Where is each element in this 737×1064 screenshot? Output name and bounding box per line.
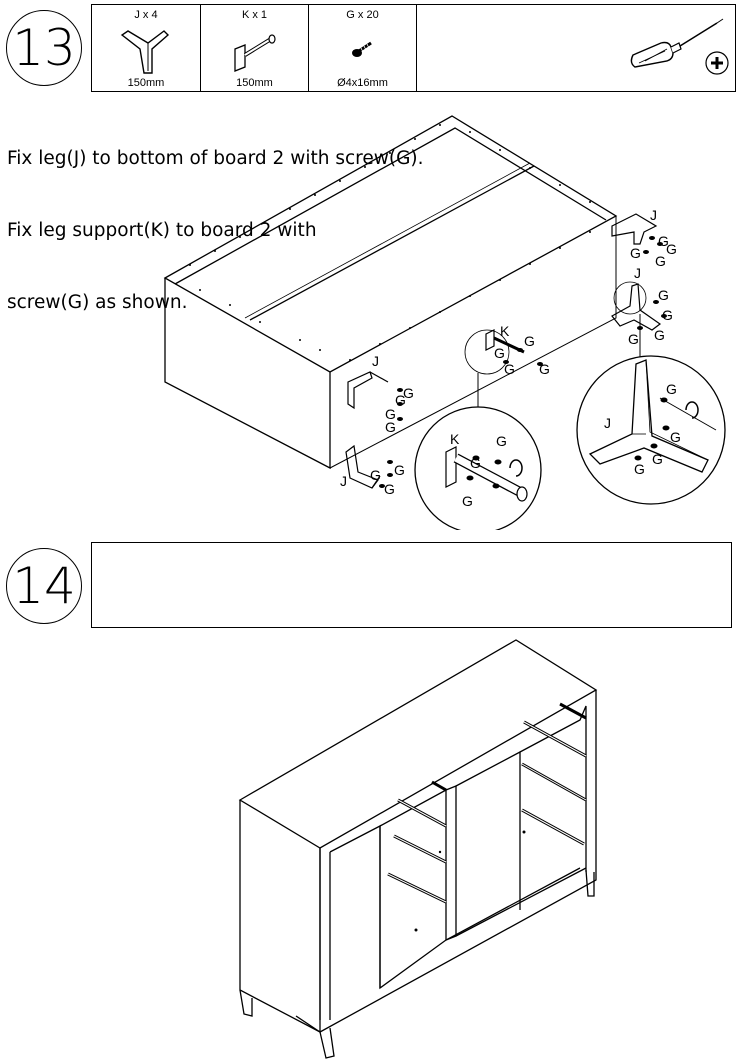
step-13-parts-box: J x 4 150mm K x 1 150mm G x 20 Ø4x16mm: [91, 4, 736, 92]
label-g-9: G: [494, 345, 505, 361]
top-screw-holes: [189, 124, 591, 361]
label-g-5: G: [394, 462, 405, 478]
part-g-size: Ø4x16mm: [337, 77, 388, 89]
cabinet-upside-down: [163, 115, 618, 470]
label-g-16: G: [658, 287, 669, 303]
screwdriver-icon: [630, 18, 729, 75]
detail-label-g-6: G: [652, 451, 663, 467]
label-g-19: G: [628, 331, 639, 347]
part-g-cell: G x 20 Ø4x16mm: [309, 5, 417, 91]
screws-placement: [379, 236, 667, 488]
label-g-14: G: [666, 241, 677, 257]
label-k-1: K: [500, 323, 510, 339]
step-13-number-text: 13: [12, 19, 76, 77]
leg-j-right-bottom: [611, 281, 662, 331]
step-14-parts-box: [91, 542, 732, 628]
cabinet-left-side: [239, 800, 321, 1034]
detail-circle-j: J G G G G: [576, 355, 726, 505]
label-g-6: G: [370, 467, 381, 483]
cabinet-right-side-inner: [519, 705, 587, 872]
label-g-1: G: [403, 385, 414, 401]
leg-support-icon: [234, 34, 276, 72]
detail-label-j: J: [604, 415, 611, 431]
label-j-2: J: [340, 473, 347, 489]
label-j-3: J: [650, 207, 657, 223]
label-g-11: G: [539, 361, 550, 377]
leg-front-center: [295, 1015, 335, 1059]
screw-icon: [352, 41, 372, 57]
step-13-number: 13: [6, 10, 82, 86]
part-k-size: 150mm: [236, 77, 273, 89]
step-14-number-text: 14: [12, 557, 76, 615]
instruction-line-1: Fix leg(J) to bottom of board 2 with scr…: [7, 148, 424, 169]
detail-label-g-4: G: [666, 381, 677, 397]
detail-label-g-1: G: [496, 433, 507, 449]
detail-label-g-3: G: [462, 493, 473, 509]
label-g-3: G: [385, 406, 396, 422]
detail-label-g-7: G: [634, 461, 645, 477]
cabinet-top: [238, 639, 598, 849]
leg-j-front-top: [347, 371, 389, 410]
cabinet-right-back: [455, 750, 521, 910]
label-g-18: G: [654, 327, 665, 343]
label-g-2: G: [395, 392, 406, 408]
label-g-4: G: [385, 419, 396, 435]
cabinet-left-opening: [319, 824, 381, 1020]
label-g-7: G: [384, 481, 395, 497]
label-j-1: J: [372, 353, 379, 369]
drawer-runners: [387, 702, 587, 904]
part-j-cell: J x 4 150mm: [92, 5, 201, 91]
part-k-cell: K x 1 150mm: [201, 5, 309, 91]
detail-circle-k: K G G G: [414, 406, 542, 530]
drawer-runner-highlights: [387, 721, 587, 903]
detail-label-g-2: G: [470, 455, 481, 471]
detail-leader-lines: [477, 314, 641, 408]
part-j-size: 150mm: [127, 77, 165, 89]
label-g-15: G: [655, 253, 666, 269]
shelf-holes: [414, 830, 526, 932]
label-j-4: J: [634, 265, 641, 281]
cabinet-left-back: [379, 788, 447, 940]
part-letter-labels: J J J J K G G G G G G G G G G G G G G G …: [340, 207, 677, 497]
label-g-10: G: [504, 361, 515, 377]
step-13-assembly-drawing: J J J J K G G G G G G G G G G G G G G G …: [163, 115, 726, 530]
instruction-line-3: screw(G) as shown.: [7, 292, 188, 313]
leg-right-front: [585, 869, 595, 897]
cabinet-inner-bottom: [379, 826, 581, 990]
leg-j-right-top: [611, 213, 658, 245]
cabinet-middle-divider: [445, 785, 457, 941]
label-g-17: G: [662, 307, 673, 323]
part-j-quantity: J x 4: [134, 9, 158, 21]
step-14-cabinet-drawing: [238, 639, 598, 1059]
label-g-12: G: [630, 245, 641, 261]
label-g-8: G: [524, 333, 535, 349]
leg-j-front-bottom: [345, 444, 381, 489]
part-k-quantity: K x 1: [241, 9, 268, 21]
part-g-quantity: G x 20: [346, 9, 379, 21]
leg-icon: [120, 30, 170, 74]
cabinet-front-bottom: [319, 690, 597, 1033]
label-g-13: G: [658, 233, 669, 249]
step-14-number: 14: [6, 548, 82, 624]
detail-label-g-5: G: [670, 429, 681, 445]
detail-label-k: K: [450, 431, 460, 447]
leg-left-front: [239, 989, 253, 1017]
